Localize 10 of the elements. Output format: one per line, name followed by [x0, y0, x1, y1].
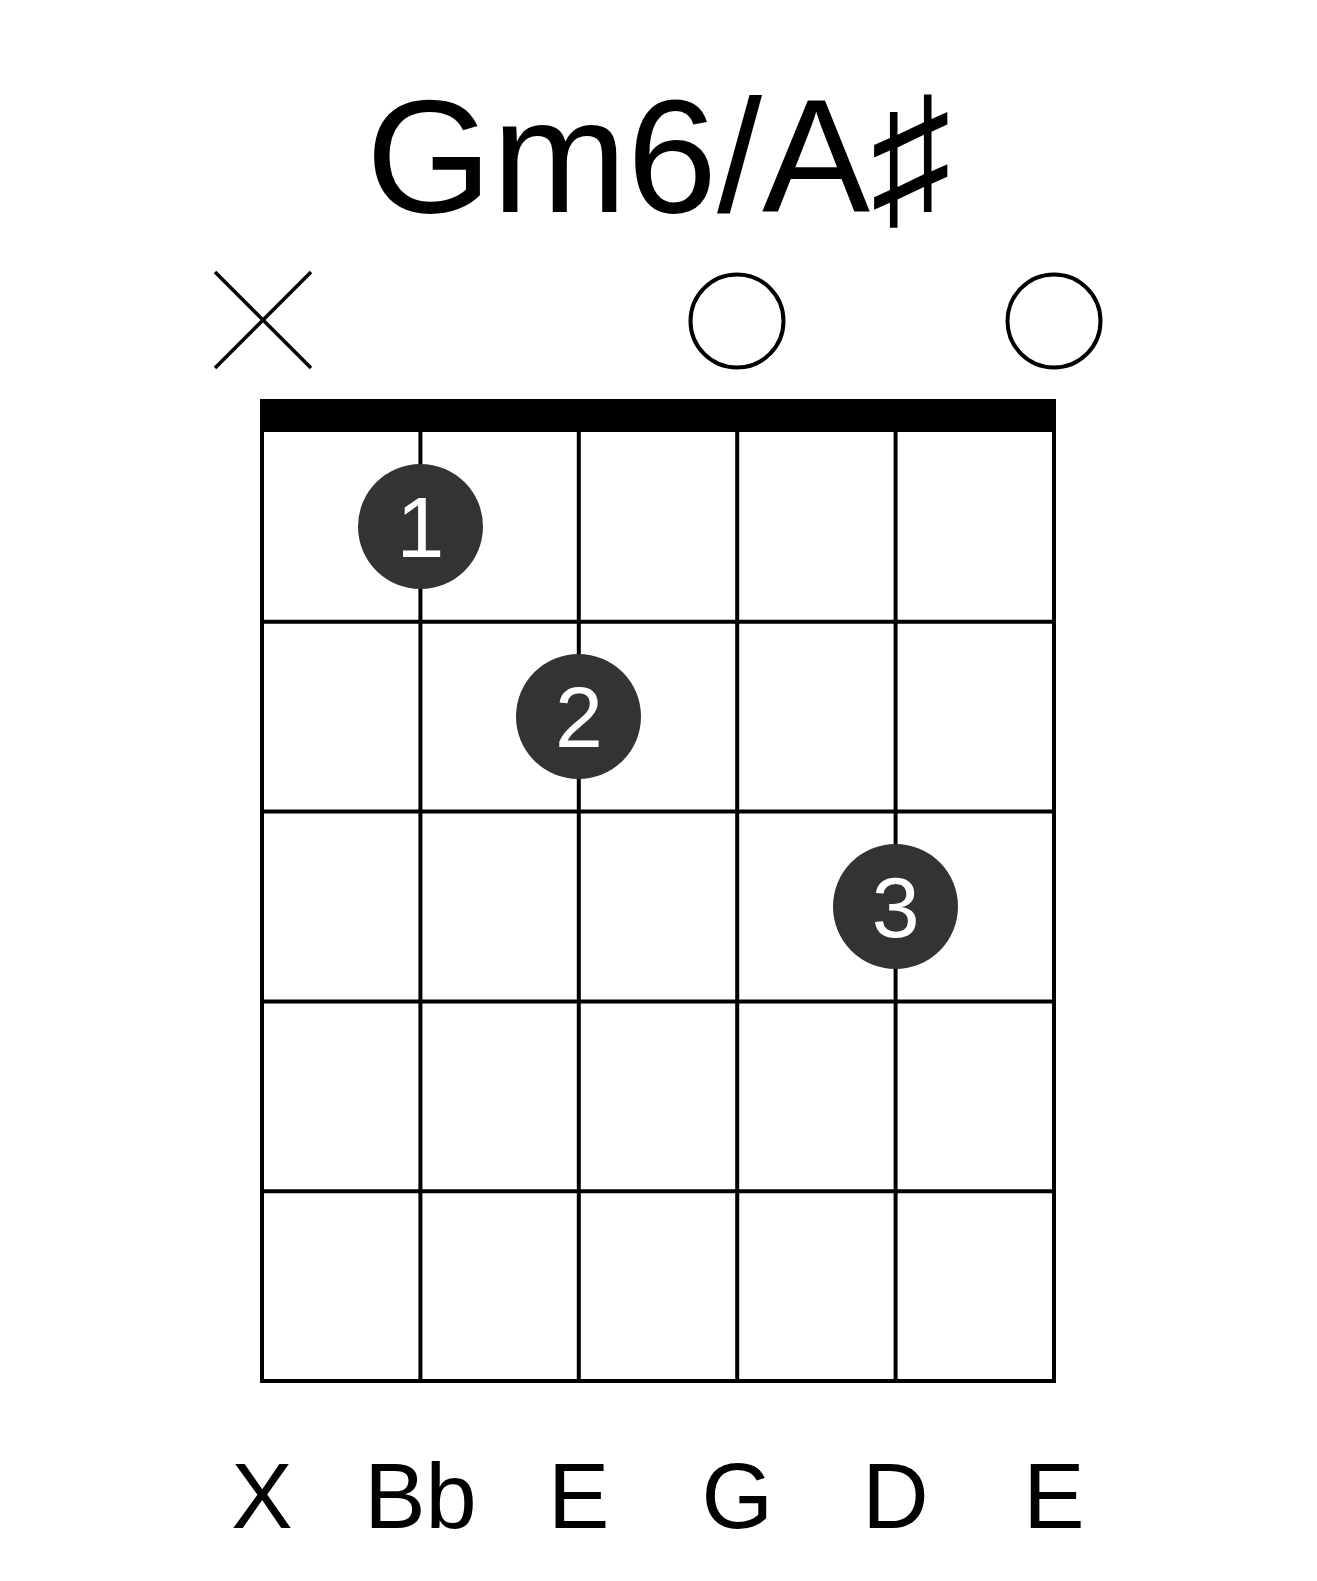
finger-number-dot: 1 — [357, 464, 483, 590]
chord-title: Gm6/A♯ — [365, 75, 952, 237]
string-note-label: D — [862, 1450, 929, 1542]
string-note-label: Bb — [364, 1450, 477, 1542]
string-note-label: E — [1023, 1450, 1085, 1542]
string-note-label: X — [231, 1450, 293, 1542]
string-note-label: E — [548, 1450, 610, 1542]
finger-number-dot: 2 — [516, 654, 642, 780]
string-note-label: G — [701, 1450, 773, 1542]
finger-number-dot: 3 — [833, 844, 959, 969]
